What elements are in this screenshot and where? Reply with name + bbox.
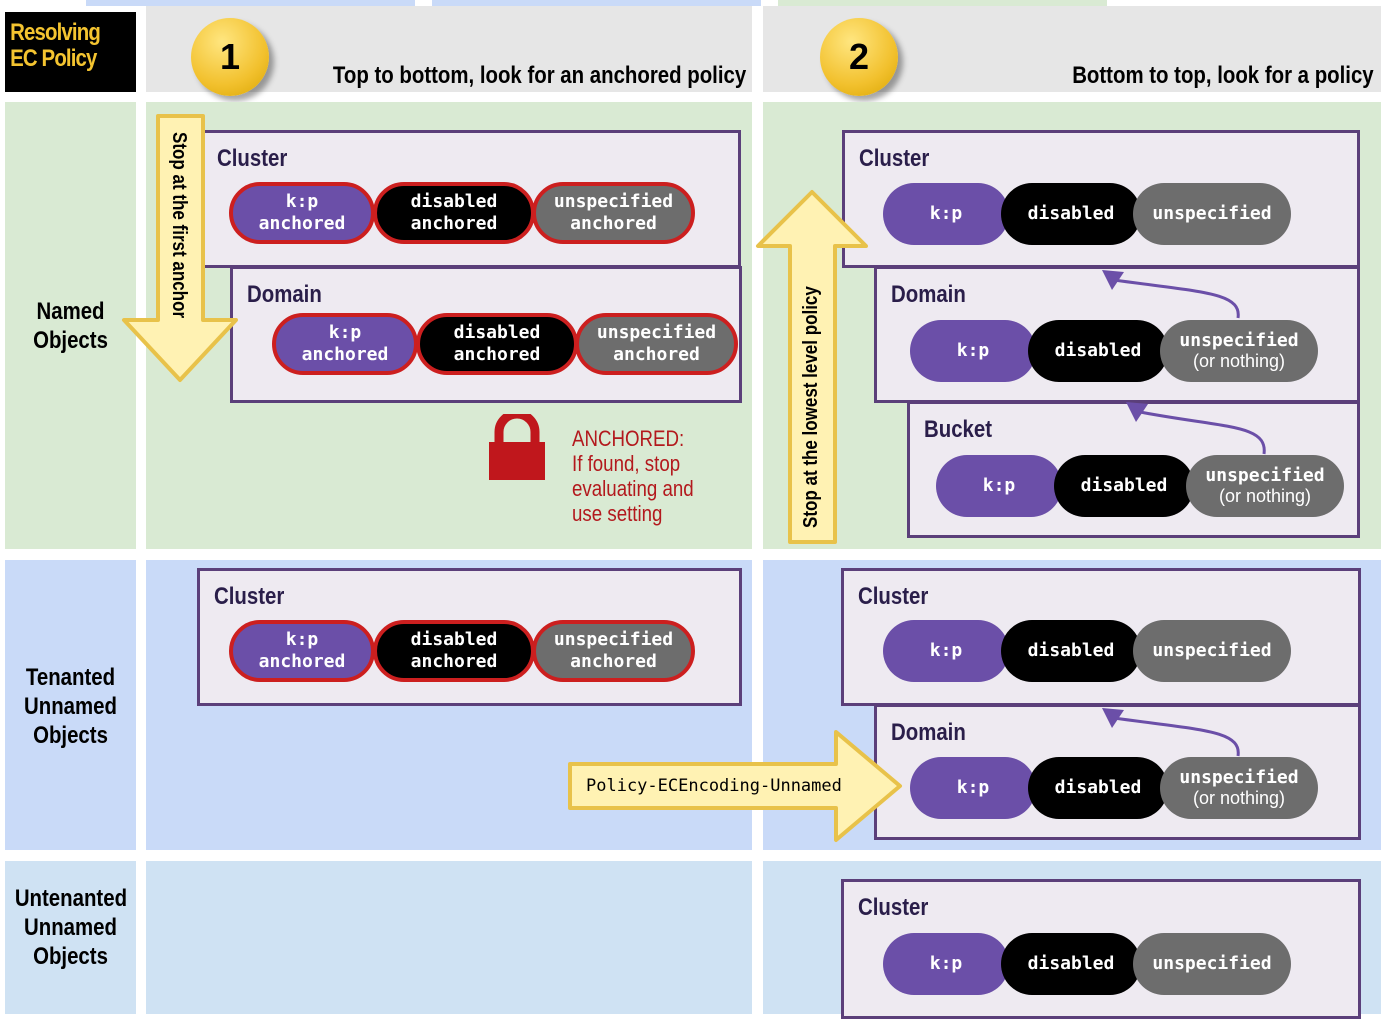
row-tenanted-label-cell bbox=[5, 560, 136, 850]
pill-sub: anchored bbox=[453, 344, 541, 365]
step2-number-badge: 2 bbox=[820, 18, 898, 96]
pill-text: disabled bbox=[410, 191, 498, 212]
pill-text: unspecified bbox=[553, 191, 674, 212]
row-untenanted-label-cell bbox=[5, 861, 136, 1014]
pill-text: k:p bbox=[328, 322, 362, 343]
pill-text: unspecified bbox=[1205, 465, 1325, 486]
pill-text: unspecified bbox=[1179, 330, 1299, 351]
pill-text: k:p bbox=[285, 191, 319, 212]
pill-text: disabled bbox=[453, 322, 541, 343]
pill-sub: (or nothing) bbox=[1192, 351, 1286, 371]
pill-text: unspecified bbox=[553, 629, 674, 650]
domain-label: Domain bbox=[891, 719, 966, 746]
step2-text: Bottom to top, look for a policy bbox=[1072, 62, 1374, 89]
row-label-untenanted: Untenanted Unnamed Objects bbox=[14, 885, 128, 970]
top-strip-green bbox=[778, 0, 1107, 6]
pill-sub: anchored bbox=[570, 651, 657, 672]
row-untenanted-step1-cell bbox=[146, 861, 752, 1014]
cluster-label: Cluster bbox=[858, 894, 929, 921]
domain-label: Domain bbox=[247, 281, 322, 308]
disabled-pill: disabled bbox=[1028, 757, 1168, 819]
title: Resolving EC Policy bbox=[10, 19, 101, 72]
unspecified-pill: unspecified bbox=[1133, 620, 1291, 682]
kp-pill: k:p bbox=[883, 620, 1009, 682]
step1-text: Top to bottom, look for an anchored poli… bbox=[332, 62, 746, 89]
top-strip-blue bbox=[86, 0, 415, 6]
disabled-pill: disabled bbox=[1028, 320, 1168, 382]
down-arrow-label: Stop at the first anchor bbox=[168, 132, 190, 319]
pill-sub: anchored bbox=[410, 213, 498, 234]
kp-pill: k:p bbox=[910, 320, 1036, 382]
disabled-pill: disabled bbox=[1001, 933, 1141, 995]
domain-label: Domain bbox=[891, 281, 966, 308]
pill-sub: anchored bbox=[410, 651, 498, 672]
row-label-named: Named Objects bbox=[33, 298, 108, 354]
row-named-label-cell bbox=[5, 102, 136, 549]
fallback-arrow bbox=[1102, 708, 1240, 757]
pill-sub: anchored bbox=[570, 213, 657, 234]
unspecified-or-nothing-pill: unspecified(or nothing) bbox=[1186, 455, 1344, 517]
kp-pill: k:p bbox=[883, 933, 1009, 995]
down-arrow bbox=[122, 114, 238, 382]
pill-sub: anchored bbox=[258, 213, 346, 234]
kp-pill: k:p bbox=[883, 183, 1009, 245]
fallback-arrows bbox=[1102, 270, 1266, 455]
top-strip-blue-2 bbox=[432, 0, 761, 6]
pill-sub: (or nothing) bbox=[1218, 486, 1312, 506]
lock-icon bbox=[489, 414, 545, 480]
disabled-pill: disabled bbox=[1001, 620, 1141, 682]
kp-pill: k:p bbox=[910, 757, 1036, 819]
pill-text: k:p bbox=[285, 629, 319, 650]
unspecified-pill: unspecified bbox=[1133, 933, 1291, 995]
cluster-label: Cluster bbox=[217, 145, 288, 172]
cluster-label: Cluster bbox=[858, 583, 929, 610]
step1-number-badge: 1 bbox=[191, 18, 269, 96]
row-label-tenanted: Tenanted Unnamed Objects bbox=[24, 664, 117, 749]
pill-text: disabled bbox=[410, 629, 498, 650]
pill-sub: anchored bbox=[301, 344, 389, 365]
pill-sub: (or nothing) bbox=[1192, 788, 1286, 808]
anchored-note: ANCHORED: If found, stop evaluating and … bbox=[572, 426, 694, 526]
pill-text: unspecified bbox=[596, 322, 717, 343]
unspecified-or-nothing-pill: unspecified(or nothing) bbox=[1160, 757, 1318, 819]
bucket-label: Bucket bbox=[924, 416, 993, 443]
cluster-label: Cluster bbox=[214, 583, 285, 610]
pill-text: unspecified bbox=[1179, 767, 1299, 788]
disabled-pill: disabled bbox=[1054, 455, 1194, 517]
unspecified-or-nothing-pill: unspecified(or nothing) bbox=[1160, 320, 1318, 382]
pill-sub: anchored bbox=[258, 651, 346, 672]
policy-label: Policy-ECEncoding-Unnamed bbox=[586, 776, 842, 796]
right-arrow bbox=[568, 730, 902, 842]
title-box bbox=[5, 12, 136, 92]
up-arrow bbox=[756, 190, 868, 544]
pill-sub: anchored bbox=[613, 344, 700, 365]
disabled-pill: disabled bbox=[1001, 183, 1141, 245]
cluster-label: Cluster bbox=[859, 145, 930, 172]
up-arrow-label: Stop at the lowest level policy bbox=[800, 286, 822, 528]
unspecified-pill: unspecified bbox=[1133, 183, 1291, 245]
kp-pill: k:p bbox=[936, 455, 1062, 517]
